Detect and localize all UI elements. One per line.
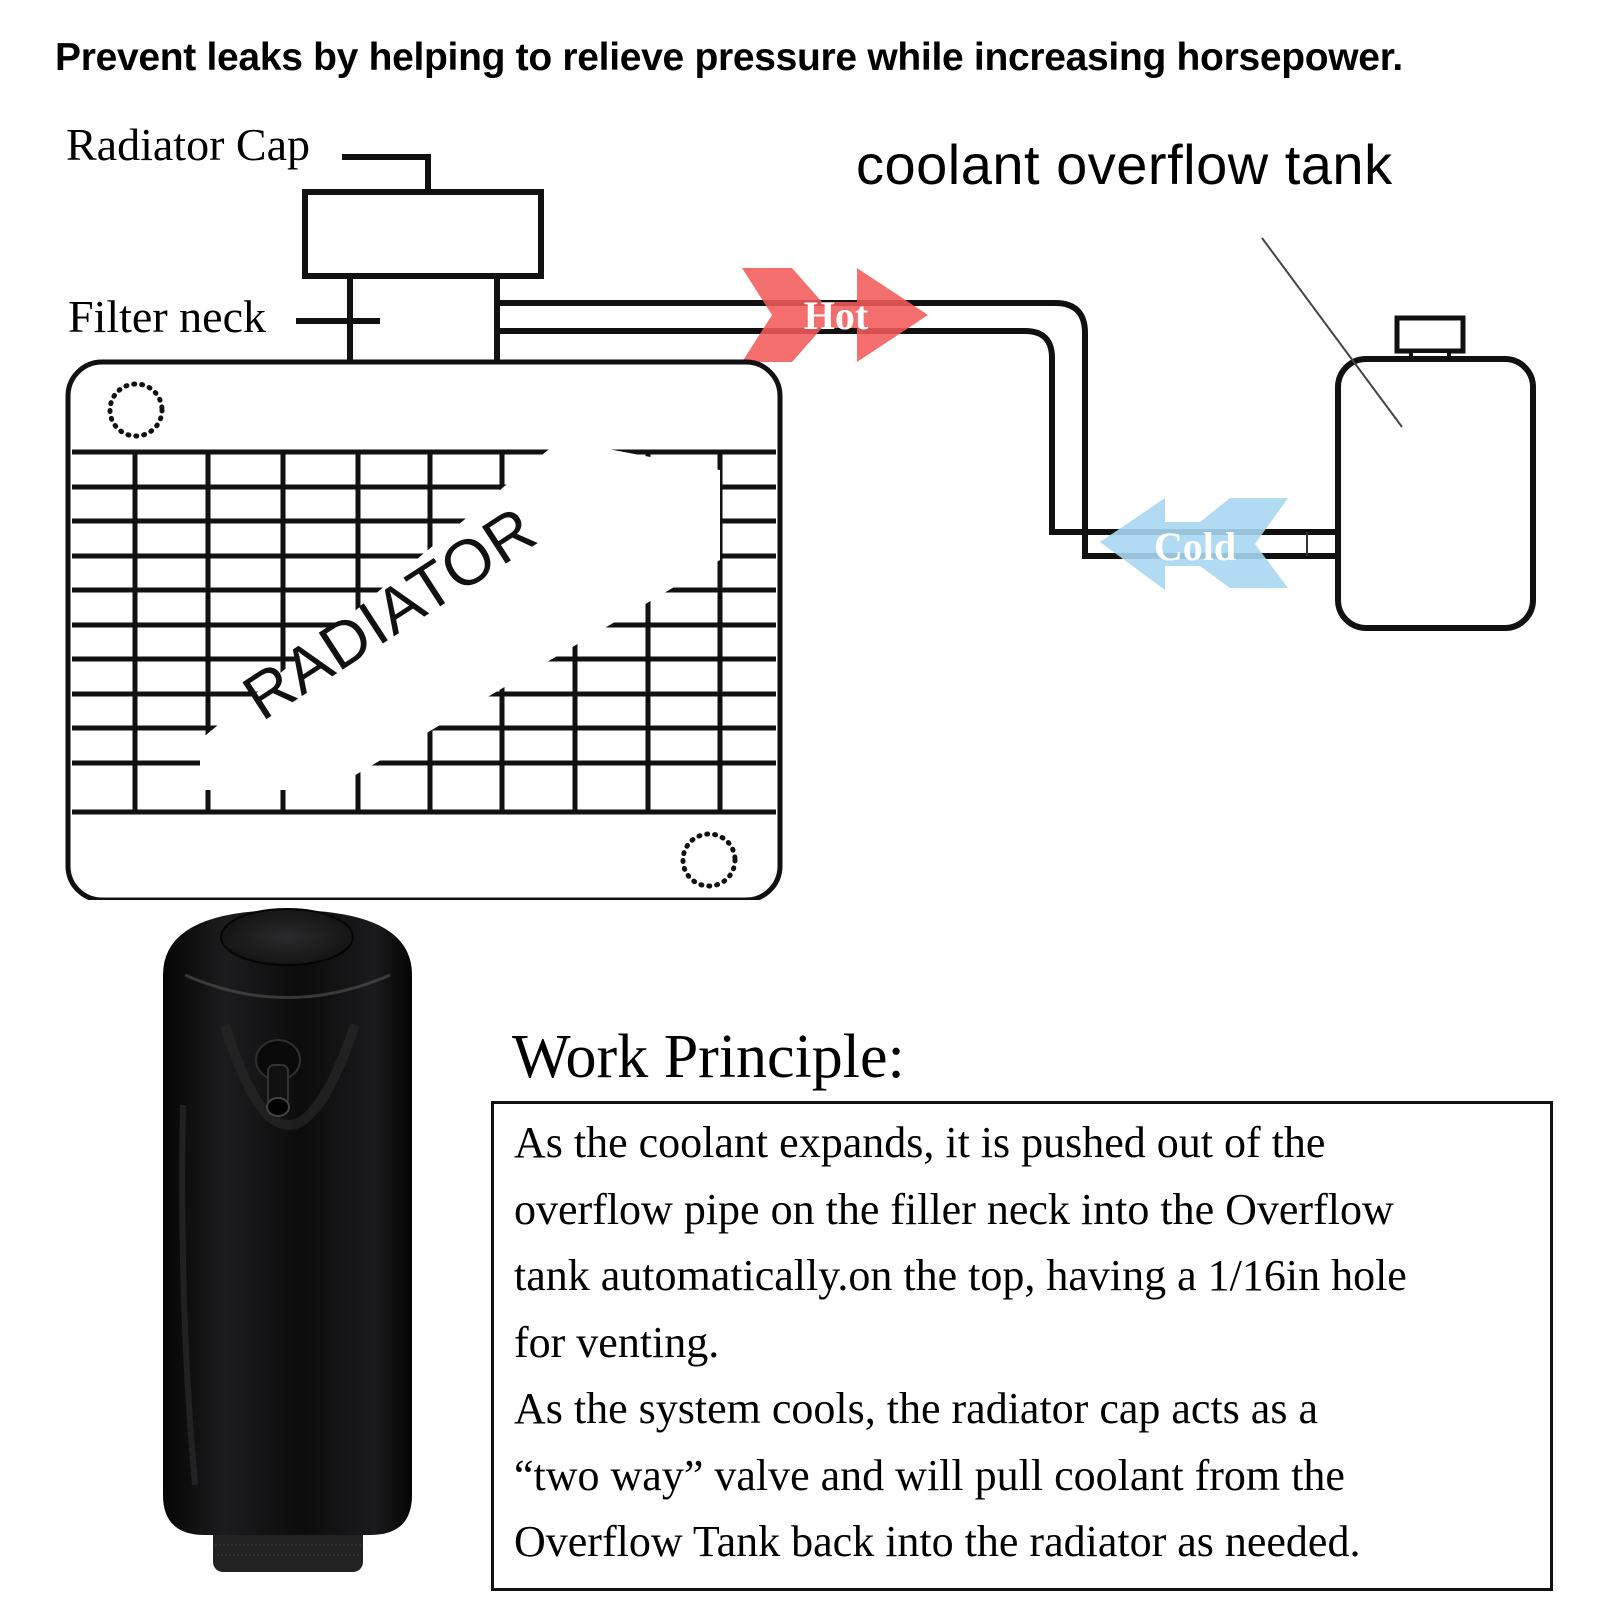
work-principle-line: for venting. xyxy=(514,1317,720,1367)
overflow-pipe-inner xyxy=(497,328,1340,535)
hot-arrow-label: Hot xyxy=(804,293,869,338)
filter-neck-label: Filter neck xyxy=(68,291,266,342)
tank-body xyxy=(1335,356,1536,631)
radiator-bolt-bottom-right xyxy=(680,831,738,889)
cold-arrow-shape xyxy=(1100,498,1288,590)
radiator-cap-label: Radiator Cap xyxy=(66,119,310,170)
tank-lid xyxy=(220,908,354,966)
tank-cap xyxy=(1394,315,1466,354)
hot-arrow: Hot xyxy=(742,268,928,362)
work-principle-box: As the coolant expands, it is pushed out… xyxy=(491,1101,1553,1591)
work-principle-line: As the coolant expands, it is pushed out… xyxy=(514,1118,1326,1167)
radiator-cap-leader-line xyxy=(342,154,431,200)
overflow-tank-drawing xyxy=(1261,237,1536,631)
work-principle-line: tank automatically.on the top, having a … xyxy=(514,1251,1407,1300)
tank-leader-line xyxy=(1261,237,1403,428)
radiator-drawing: RADIATOR xyxy=(65,359,783,900)
overflow-pipe-outer xyxy=(497,300,1340,559)
cold-arrow: Cold xyxy=(1100,498,1288,590)
black-overflow-tank-photo xyxy=(163,908,412,1572)
hot-arrow-shape xyxy=(742,268,928,362)
cooling-system-diagram: Hot Cold RADIATOR xyxy=(65,154,1536,900)
work-principle-line: “two way” valve and will pull coolant fr… xyxy=(514,1450,1345,1500)
radiator-label-mask xyxy=(200,440,720,790)
work-principle-line: overflow pipe on the filler neck into th… xyxy=(514,1184,1394,1234)
tank-body-photo xyxy=(163,910,412,1535)
work-principle-line: As the system cools, the radiator cap ac… xyxy=(514,1384,1318,1433)
tank-outlet xyxy=(266,1097,290,1117)
headline: Prevent leaks by helping to relieve pres… xyxy=(55,36,1403,79)
work-principle-title: Work Principle: xyxy=(512,1023,905,1091)
radiator-bolt-top-left xyxy=(107,381,165,439)
coolant-overflow-tank-label: coolant overflow tank xyxy=(856,133,1393,196)
radiator-cap xyxy=(302,189,544,279)
cold-arrow-label: Cold xyxy=(1154,524,1236,569)
work-principle-line: Overflow Tank back into the radiator as … xyxy=(514,1517,1361,1566)
